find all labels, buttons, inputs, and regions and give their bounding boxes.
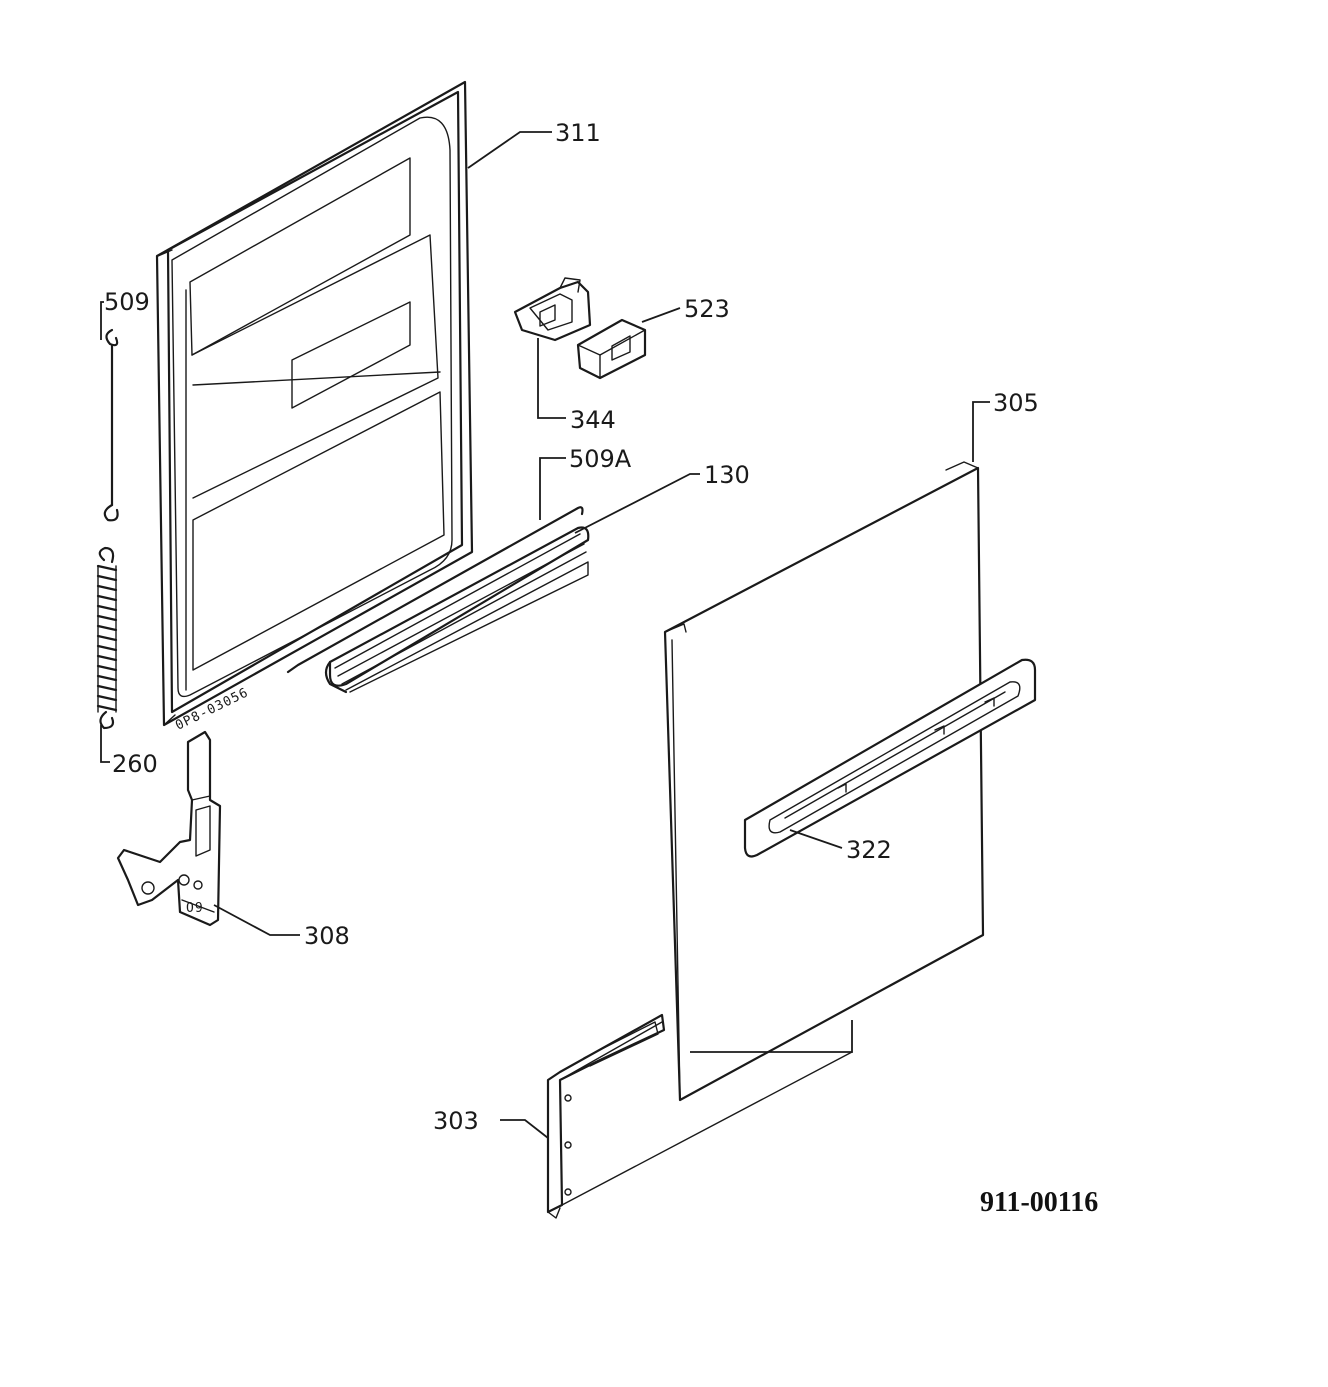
hinge-mark: O9 [186,901,204,916]
callout-label-344: 344 [570,406,616,434]
bracket-344: 344 [513,277,616,434]
bottom-trim-303: 303 [433,1013,853,1219]
outer-panel-305: 305 [663,389,1039,1102]
latch-523: 523 [576,295,730,380]
inner-door-311: 0P8-03056 [155,80,474,734]
handle-322: 322 [743,658,1037,864]
callout-label-311: 311 [555,119,601,147]
hinge-308: O9 308 [116,730,350,950]
callout-label-509: 509 [104,288,150,316]
callout-311: 311 [467,119,601,169]
callout-label-322: 322 [846,836,892,864]
document-number: 911-00116 [980,1187,1098,1218]
callout-label-523: 523 [684,295,730,323]
callout-label-308: 308 [304,922,350,950]
spring-260: 260 [96,546,158,778]
callout-label-305: 305 [993,389,1039,417]
callout-label-303: 303 [433,1107,479,1135]
rod-509a: 509A [286,445,632,674]
gasket-130: 130 [324,461,750,694]
callout-label-130: 130 [704,461,750,489]
callout-label-509a: 509A [569,445,632,473]
callout-label-260: 260 [112,750,158,778]
spring-509: 509 [100,288,150,522]
part-stamp: 0P8-03056 [173,685,251,733]
